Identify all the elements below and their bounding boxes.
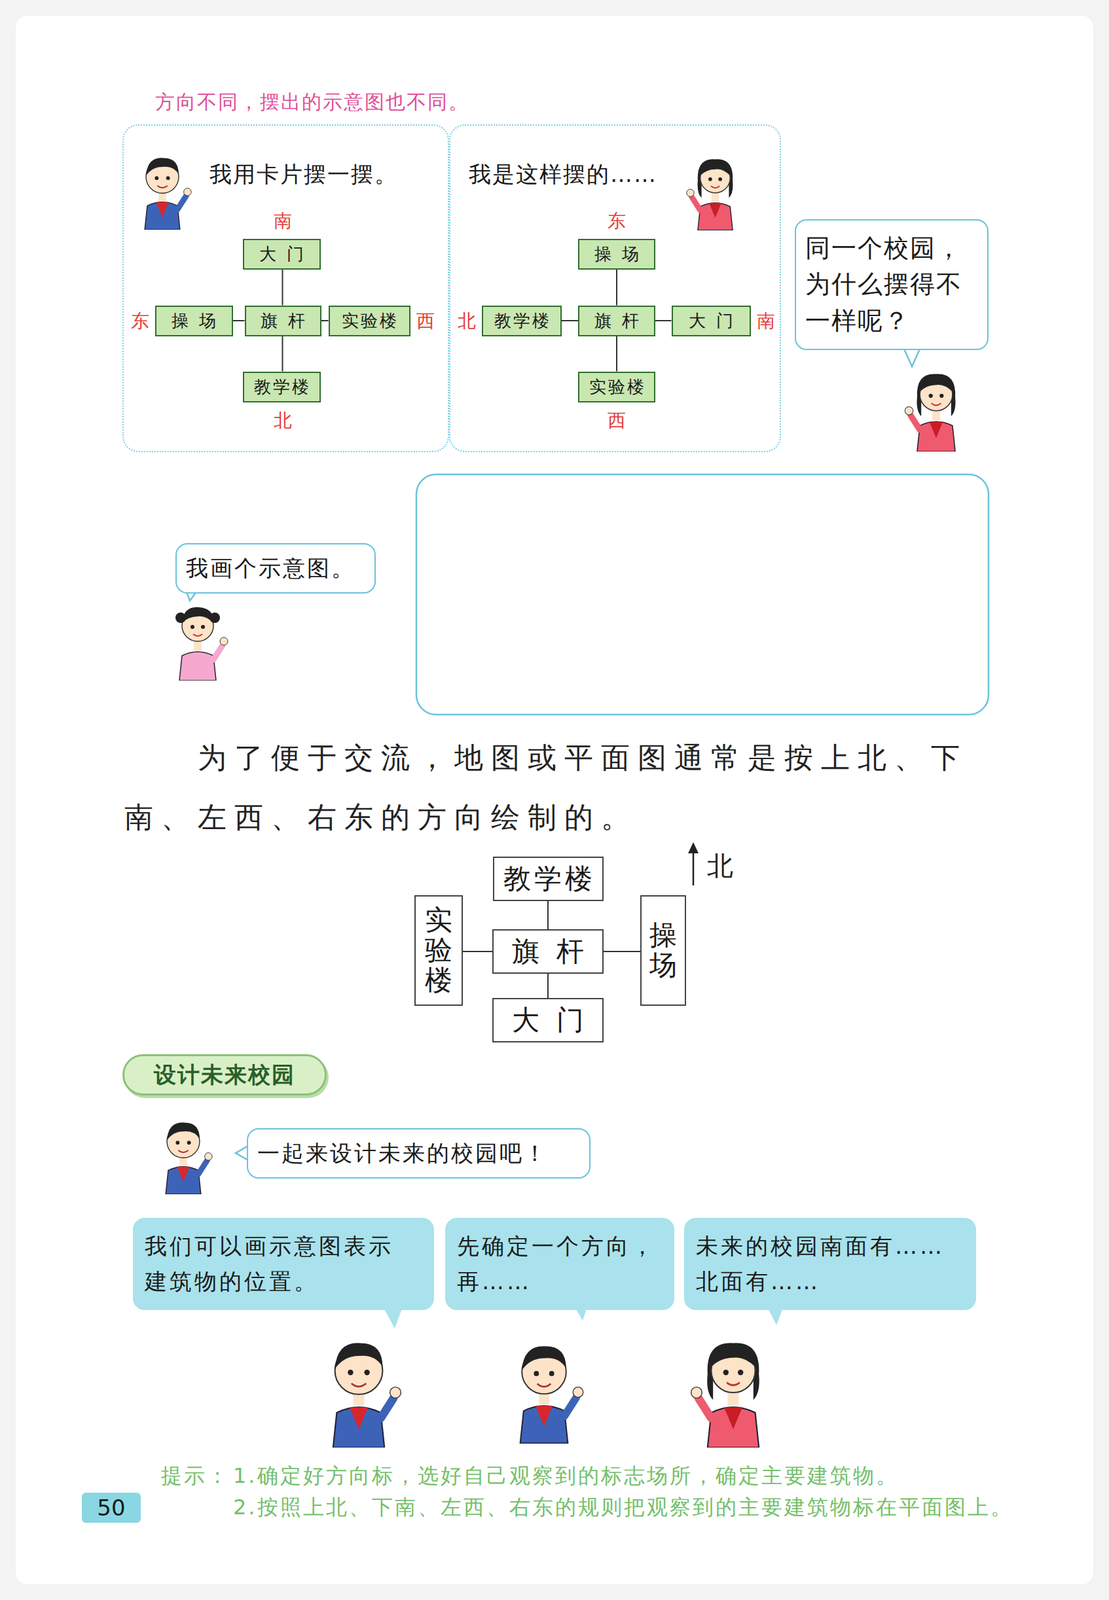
- connector-line: [547, 974, 549, 999]
- node-text: 我们可以画示意图表示 建筑物的位置。: [144, 1228, 423, 1301]
- connector-line: [547, 901, 549, 930]
- node-text: 大门: [688, 309, 744, 333]
- node-text: 先确定一个方向， 再……: [456, 1228, 663, 1301]
- bubble-tail: [382, 1307, 403, 1329]
- boy-figure: [144, 157, 192, 230]
- node-text: 同一个校园， 为什么摆得不 一样呢？: [805, 230, 979, 339]
- direction-label: 南: [756, 309, 776, 334]
- connector-line: [233, 320, 245, 322]
- node-text: 操场: [594, 242, 649, 266]
- boy-figure: [520, 1346, 584, 1444]
- place-card: 操场: [155, 305, 234, 337]
- building-box: 操场: [640, 895, 687, 1007]
- direction-label: 北: [273, 408, 292, 434]
- note-text: 方向不同，摆出的示意图也不同。: [155, 89, 470, 116]
- direction-label: 西: [607, 408, 626, 434]
- connector-line: [282, 269, 284, 306]
- connector-line: [616, 269, 618, 306]
- node-text: 教学楼: [494, 309, 552, 333]
- building-box: 教学楼: [492, 856, 604, 902]
- node-text: 一起来设计未来的校园吧！: [257, 1137, 581, 1170]
- connector-line: [321, 320, 329, 322]
- body-paragraph: 为了便于交流，地图或平面图通常是按上北、下 南、左西、右东的方向绘制的。: [124, 727, 1002, 848]
- node-text: 实验楼: [424, 905, 453, 997]
- place-card: 教学楼: [481, 305, 562, 337]
- node-text: 旗杆: [260, 309, 315, 333]
- direction-label: 东: [607, 208, 626, 234]
- node-text: 设计未来校园: [153, 1060, 296, 1091]
- connector-line: [603, 951, 641, 953]
- direction-label: 东: [130, 309, 150, 334]
- speech-bubble: 我画个示意图。: [175, 543, 376, 594]
- girl-figure: [175, 607, 228, 681]
- connector-line: [462, 951, 493, 953]
- node-text: 实验楼: [341, 309, 399, 333]
- building-box: 实验楼: [414, 895, 463, 1007]
- connector-line: [282, 336, 284, 372]
- speech-bubble: 先确定一个方向， 再……: [445, 1218, 675, 1311]
- place-card: 教学楼: [242, 371, 321, 403]
- page-sheet: [15, 15, 1094, 1585]
- node-text: 大门: [259, 242, 314, 266]
- node-text: 实验楼: [589, 375, 647, 399]
- direction-label: 南: [273, 208, 292, 234]
- hint-text: 1.确定好方向标，选好自己观察到的标志场所，确定主要建筑物。: [233, 1462, 899, 1492]
- connector-line: [616, 336, 618, 372]
- building-box: 大门: [492, 998, 604, 1043]
- speech-bubble: 一起来设计未来的校园吧！: [246, 1128, 591, 1180]
- direction-label: 北: [457, 309, 476, 334]
- node-text: 大门: [511, 1002, 600, 1039]
- section-tab: 设计未来校园: [122, 1054, 327, 1096]
- north-arrow-shaft: [692, 851, 695, 886]
- building-box: 旗杆: [492, 929, 604, 975]
- speech-bubble: 同一个校园， 为什么摆得不 一样呢？: [794, 219, 989, 351]
- bubble-tail: [903, 347, 921, 367]
- panel-heading: 我用卡片摆一摆。: [209, 159, 399, 190]
- hint-text: 2.按照上北、下南、左西、右东的规则把观察到的主要建筑物标在平面图上。: [233, 1493, 1014, 1523]
- direction-label: 西: [416, 309, 435, 334]
- girl-figure: [904, 374, 956, 452]
- speech-bubble: 我们可以画示意图表示 建筑物的位置。: [132, 1218, 435, 1311]
- panel-heading: 我是这样摆的……: [468, 159, 658, 190]
- speech-bubble: 未来的校园南面有…… 北面有……: [684, 1218, 977, 1311]
- node-text: 50: [96, 1495, 126, 1522]
- place-card: 旗杆: [578, 305, 656, 337]
- node-text: 操场: [171, 309, 226, 333]
- node-text: 教学楼: [254, 375, 311, 399]
- north-arrow-head: [688, 842, 699, 854]
- empty-drawing-box: [416, 474, 989, 715]
- girl-figure: [686, 159, 734, 230]
- girl-figure: [691, 1343, 760, 1449]
- place-card: 旗杆: [244, 305, 322, 337]
- connector-line: [561, 320, 579, 322]
- connector-line: [655, 320, 672, 322]
- place-card: 大门: [242, 238, 321, 270]
- node-text: 旗杆: [594, 309, 649, 333]
- boy-figure: [333, 1343, 402, 1449]
- page-number: 50: [81, 1493, 141, 1524]
- north-label: 北: [707, 848, 734, 885]
- place-card: 实验楼: [328, 305, 411, 337]
- node-text: 未来的校园南面有…… 北面有……: [695, 1228, 965, 1301]
- place-card: 大门: [671, 305, 751, 337]
- node-text: 我画个示意图。: [185, 552, 366, 585]
- node-text: 教学楼: [503, 860, 596, 898]
- node-text: 操场: [649, 920, 677, 981]
- node-text: 旗杆: [511, 933, 600, 971]
- place-card: 操场: [578, 238, 656, 270]
- dotted-panel: 我用卡片摆一摆。大门操场 旗杆 实验楼教学楼: [122, 124, 450, 453]
- boy-figure: [165, 1122, 213, 1195]
- hint-label: 提示：: [161, 1462, 230, 1492]
- dotted-panel: 我是这样摆的…… 操场教学楼 旗杆 大门实验楼: [449, 124, 782, 453]
- place-card: 实验楼: [578, 371, 656, 403]
